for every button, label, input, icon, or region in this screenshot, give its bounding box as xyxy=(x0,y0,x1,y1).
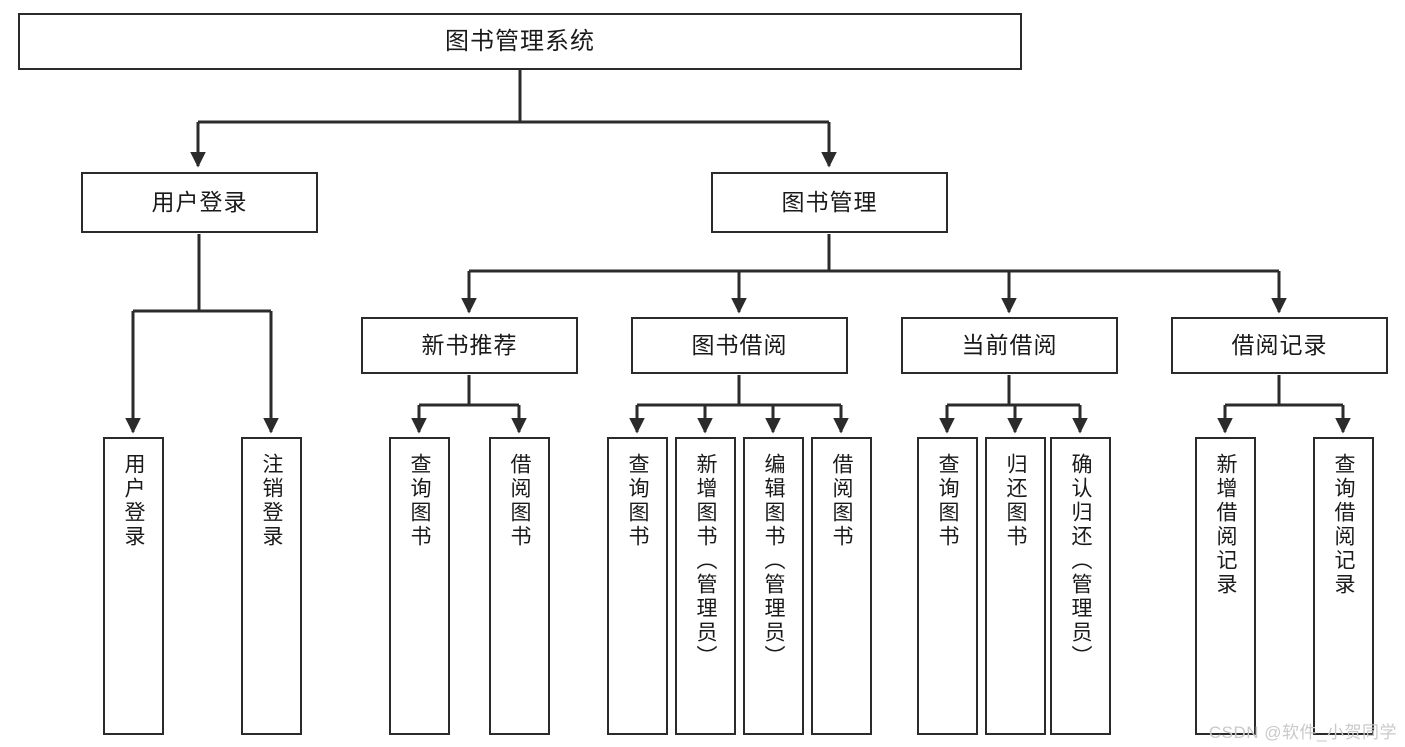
node-label: 确认归还（管理员） xyxy=(1069,453,1092,669)
node-book-borrow[interactable]: 图书借阅 xyxy=(631,317,848,374)
node-root-system[interactable]: 图书管理系统 xyxy=(18,13,1022,70)
node-label: 借阅图书 xyxy=(508,453,531,549)
node-leaf-return-book[interactable]: 归还图书 xyxy=(985,437,1046,735)
node-label: 借阅图书 xyxy=(830,453,853,549)
node-leaf-user-login[interactable]: 用户登录 xyxy=(103,437,164,735)
node-leaf-query-book-3[interactable]: 查询图书 xyxy=(917,437,978,735)
node-leaf-confirm-return[interactable]: 确认归还（管理员） xyxy=(1050,437,1111,735)
node-leaf-logout-login[interactable]: 注销登录 xyxy=(241,437,302,735)
node-new-book-recommend[interactable]: 新书推荐 xyxy=(361,317,578,374)
node-label: 图书管理系统 xyxy=(445,27,595,55)
node-leaf-query-book-1[interactable]: 查询图书 xyxy=(389,437,450,735)
node-leaf-add-borrow-record[interactable]: 新增借阅记录 xyxy=(1195,437,1256,735)
node-leaf-add-book[interactable]: 新增图书（管理员） xyxy=(675,437,736,735)
node-book-manage[interactable]: 图书管理 xyxy=(711,172,948,233)
node-label: 图书借阅 xyxy=(691,332,788,359)
node-label: 注销登录 xyxy=(260,453,283,549)
node-label: 新增借阅记录 xyxy=(1214,453,1237,597)
node-leaf-edit-book[interactable]: 编辑图书（管理员） xyxy=(743,437,804,735)
node-borrow-record[interactable]: 借阅记录 xyxy=(1171,317,1388,374)
node-label: 查询图书 xyxy=(408,453,431,549)
node-current-borrow[interactable]: 当前借阅 xyxy=(901,317,1118,374)
node-label: 新书推荐 xyxy=(421,332,518,359)
watermark-text: CSDN @软件_小贺同学 xyxy=(1208,723,1397,742)
node-label: 查询借阅记录 xyxy=(1332,453,1355,597)
node-user-login[interactable]: 用户登录 xyxy=(81,172,318,233)
node-label: 借阅记录 xyxy=(1231,332,1328,359)
node-label: 图书管理 xyxy=(781,189,878,216)
node-label: 归还图书 xyxy=(1004,453,1027,549)
node-leaf-query-book-2[interactable]: 查询图书 xyxy=(607,437,668,735)
node-label: 查询图书 xyxy=(626,453,649,549)
node-label: 编辑图书（管理员） xyxy=(762,453,785,669)
node-leaf-borrow-book-1[interactable]: 借阅图书 xyxy=(489,437,550,735)
node-label: 新增图书（管理员） xyxy=(694,453,717,669)
node-leaf-query-borrow-record[interactable]: 查询借阅记录 xyxy=(1313,437,1374,735)
node-label: 用户登录 xyxy=(122,453,145,549)
node-label: 用户登录 xyxy=(151,189,248,216)
node-label: 查询图书 xyxy=(936,453,959,549)
node-label: 当前借阅 xyxy=(961,332,1058,359)
node-leaf-borrow-book-2[interactable]: 借阅图书 xyxy=(811,437,872,735)
